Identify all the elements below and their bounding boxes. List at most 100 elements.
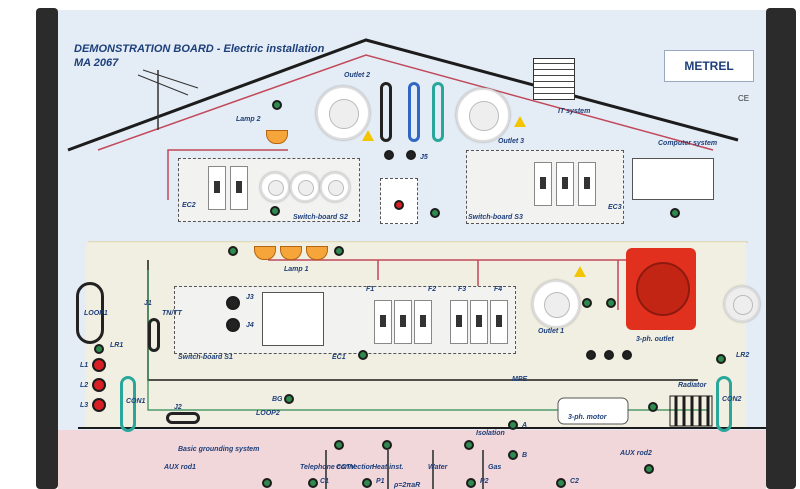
3ph-motor-label: 3-ph. motor	[568, 414, 607, 421]
f1-label: F1	[366, 286, 375, 293]
breaker-b6[interactable]	[450, 300, 468, 344]
con1-lead[interactable]	[120, 376, 136, 432]
fuse-holder[interactable]	[260, 172, 290, 202]
fuse-holder[interactable]	[290, 172, 320, 202]
j3-terminal[interactable]	[226, 296, 240, 310]
terminal[interactable]	[586, 350, 596, 360]
test-lead[interactable]	[432, 82, 444, 142]
demonstration-board: DEMONSTRATION BOARD - Electric installat…	[58, 10, 766, 489]
a-terminal[interactable]	[508, 420, 518, 430]
terminal[interactable]	[604, 350, 614, 360]
water-label: Water	[428, 464, 448, 471]
gas-label: Gas	[488, 464, 502, 471]
switchboard-s1-label: Switch-board S1	[178, 354, 233, 361]
breaker[interactable]	[414, 300, 432, 344]
a-label: A	[522, 422, 528, 429]
pe-connector[interactable]	[724, 286, 760, 322]
board-frame-right	[766, 8, 796, 489]
breaker-b6[interactable]	[470, 300, 488, 344]
ec1-terminal[interactable]	[358, 350, 368, 360]
lamp-1	[306, 246, 328, 260]
warning-icon	[514, 116, 526, 127]
j4-label: J4	[246, 322, 254, 329]
bg-terminal[interactable]	[284, 394, 294, 404]
test-lead[interactable]	[408, 82, 420, 142]
metrel-logo: METREL	[664, 50, 754, 82]
breaker-b6[interactable]	[490, 300, 508, 344]
basic-grounding-label: Basic grounding system	[178, 446, 260, 453]
loop2-label: LOOP2	[256, 410, 280, 417]
breaker-b10[interactable]	[556, 162, 574, 206]
lr1-terminal[interactable]	[94, 344, 104, 354]
j2-jumper[interactable]	[166, 412, 200, 424]
radiator-label: Radiator	[678, 382, 707, 389]
lamp1-terminal[interactable]	[334, 246, 344, 256]
breaker[interactable]	[230, 166, 248, 210]
lamp-1	[280, 246, 302, 260]
tn-tt-label: TN/TT	[162, 310, 182, 317]
aux-rod2-terminal[interactable]	[644, 464, 654, 474]
pa-terminal[interactable]	[334, 440, 344, 450]
j2-label: J2	[174, 404, 182, 411]
computer-system	[632, 158, 714, 200]
con2-lead[interactable]	[716, 376, 732, 432]
loop1-lead[interactable]	[76, 282, 104, 344]
terminal[interactable]	[262, 478, 272, 488]
aux-rod2-label: AUX rod2	[620, 450, 652, 457]
ec2-terminal[interactable]	[270, 206, 280, 216]
l1-terminal[interactable]	[92, 358, 106, 372]
test-lead[interactable]	[380, 82, 392, 142]
motor-terminal[interactable]	[648, 402, 658, 412]
terminal[interactable]	[622, 350, 632, 360]
l2-terminal[interactable]	[92, 378, 106, 392]
c1-label: C1	[320, 478, 329, 485]
j5-terminal[interactable]	[406, 150, 416, 160]
rho-label: ρ=2πaR	[394, 482, 421, 489]
ec1-label: EC1	[332, 354, 346, 361]
f2-label: F2	[428, 286, 437, 293]
ground-zone	[58, 430, 766, 489]
j1-jumper[interactable]	[148, 318, 160, 352]
breaker[interactable]	[394, 300, 412, 344]
breaker[interactable]	[208, 166, 226, 210]
washing-machine-terminal[interactable]	[394, 200, 404, 210]
lr2-label: LR2	[736, 352, 750, 359]
lamp2-label: Lamp 2	[236, 116, 261, 123]
pa-terminal[interactable]	[382, 440, 392, 450]
p2-terminal[interactable]	[466, 478, 476, 488]
b-terminal[interactable]	[508, 450, 518, 460]
3ph-outlet	[626, 248, 696, 330]
p1-terminal[interactable]	[362, 478, 372, 488]
f3-label: F3	[458, 286, 467, 293]
j5-terminal[interactable]	[384, 150, 394, 160]
terminal[interactable]	[430, 208, 440, 218]
outlet-2	[316, 86, 370, 140]
breaker-b16[interactable]	[534, 162, 552, 206]
lr2-terminal[interactable]	[716, 354, 726, 364]
pa-terminal[interactable]	[464, 440, 474, 450]
l1-label: L1	[80, 362, 89, 369]
outlet1-terminal[interactable]	[606, 298, 616, 308]
lamp-1	[254, 246, 276, 260]
lamp2-terminal[interactable]	[272, 100, 282, 110]
breaker-b6[interactable]	[374, 300, 392, 344]
c2-terminal[interactable]	[556, 478, 566, 488]
switchboard-s3-label: Switch-board S3	[468, 214, 523, 221]
outlet1-terminal[interactable]	[582, 298, 592, 308]
j4-terminal[interactable]	[226, 318, 240, 332]
rcd-fi[interactable]	[262, 292, 324, 346]
fuse-holder[interactable]	[320, 172, 350, 202]
isolation-label: Isolation	[476, 430, 505, 437]
bg-label: BG	[272, 396, 283, 403]
lamp1-terminal[interactable]	[228, 246, 238, 256]
c1-terminal[interactable]	[308, 478, 318, 488]
3ph-outlet-label: 3-ph. outlet	[636, 336, 674, 343]
outlet-3	[456, 88, 510, 142]
outlet1-label: Outlet 1	[538, 328, 565, 335]
board-title: DEMONSTRATION BOARD - Electric installat…	[74, 43, 325, 69]
ec3-terminal[interactable]	[670, 208, 680, 218]
j5-label: J5	[420, 154, 428, 161]
l3-terminal[interactable]	[92, 398, 106, 412]
breaker-b10[interactable]	[578, 162, 596, 206]
switchboard-s2-label: Switch-board S2	[293, 214, 348, 221]
